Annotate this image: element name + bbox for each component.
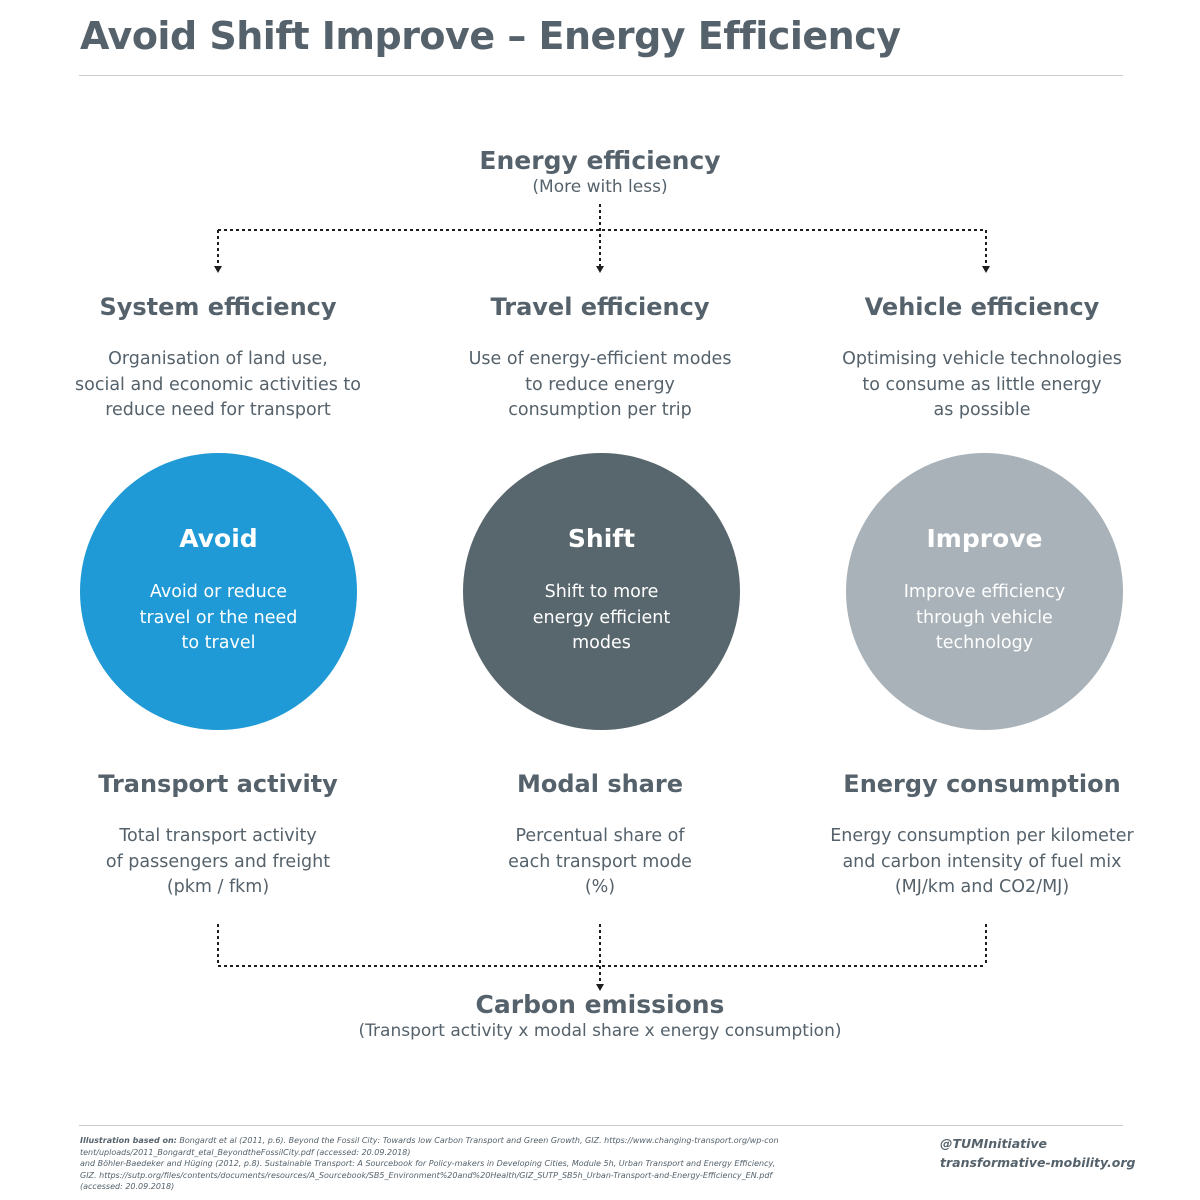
references: Illustration based on: Bongardt et al (2… bbox=[80, 1135, 780, 1193]
arrow-down-icon bbox=[982, 266, 990, 273]
page-title: Avoid Shift Improve – Energy Efficiency bbox=[80, 14, 901, 58]
description-line: (MJ/km and CO2/MJ) bbox=[894, 877, 1070, 897]
system-efficiency-description: Organisation of land use, social and eco… bbox=[26, 347, 410, 424]
energy-efficiency-block: Energy efficiency (More with less) bbox=[300, 146, 900, 198]
description-line: Organisation of land use, bbox=[108, 349, 328, 369]
arrow-down-icon bbox=[596, 266, 604, 273]
description-line: to consume as little energy bbox=[862, 374, 1102, 395]
brand-block: @TUMInitiative transformative-mobility.o… bbox=[940, 1134, 1135, 1172]
circle-description-line: Shift to more bbox=[544, 582, 659, 602]
carbon-emissions-heading: Carbon emissions bbox=[475, 990, 725, 1019]
shift-circle: Shift Shift to more energy efficient mod… bbox=[463, 453, 740, 730]
description-line: of passengers and freight bbox=[105, 851, 331, 872]
website-link: transformative-mobility.org bbox=[940, 1155, 1136, 1170]
travel-efficiency-description: Use of energy-efficient modes to reduce … bbox=[408, 347, 792, 424]
circle-description-line: energy efficient bbox=[532, 607, 671, 628]
circle-description-line: Improve efficiency bbox=[903, 582, 1066, 602]
description-line: Optimising vehicle technologies bbox=[842, 349, 1122, 369]
description-line: reduce need for transport bbox=[105, 400, 331, 420]
description-line: Energy consumption per kilometer bbox=[830, 826, 1134, 846]
description-line: Total transport activity bbox=[119, 826, 317, 846]
carbon-emissions-block: Carbon emissions (Transport activity x m… bbox=[250, 990, 950, 1042]
energy-efficiency-subheading: (More with less) bbox=[532, 177, 668, 197]
description-line: Percentual share of bbox=[515, 826, 685, 846]
shift-label: Shift bbox=[567, 524, 636, 553]
shift-description: Shift to more energy efficient modes bbox=[493, 580, 710, 657]
transport-activity-heading: Transport activity bbox=[98, 770, 338, 798]
modal-share-heading: Modal share bbox=[516, 770, 683, 798]
circle-description-line: Avoid or reduce bbox=[149, 582, 288, 602]
vehicle-efficiency-heading: Vehicle efficiency bbox=[864, 293, 1100, 321]
references-label: Illustration based on: bbox=[80, 1136, 177, 1145]
circle-description-line: technology bbox=[935, 633, 1034, 653]
improve-description: Improve efficiency through vehicle techn… bbox=[876, 580, 1093, 657]
circle-description-line: through vehicle bbox=[916, 607, 1053, 628]
system-efficiency-heading: System efficiency bbox=[99, 293, 337, 321]
description-line: (pkm / fkm) bbox=[166, 877, 270, 897]
twitter-handle: @TUMInitiative bbox=[940, 1136, 1048, 1151]
description-line: social and economic activities to bbox=[75, 374, 361, 395]
circle-description-line: modes bbox=[572, 633, 631, 653]
avoid-description: Avoid or reduce travel or the need to tr… bbox=[110, 580, 327, 657]
circle-description-line: travel or the need bbox=[139, 607, 298, 628]
improve-circle: Improve Improve efficiency through vehic… bbox=[846, 453, 1123, 730]
description-line: and carbon intensity of fuel mix bbox=[842, 851, 1122, 872]
travel-efficiency-heading: Travel efficiency bbox=[490, 293, 710, 321]
transport-activity-description: Total transport activity of passengers a… bbox=[26, 824, 410, 901]
energy-consumption-description: Energy consumption per kilometer and car… bbox=[790, 824, 1174, 901]
reference-1: Illustration based on: Bongardt et al (2… bbox=[80, 1135, 780, 1158]
description-line: consumption per trip bbox=[508, 400, 692, 420]
description-line: to reduce energy bbox=[525, 374, 675, 395]
reference-1-text: Bongardt et al (2011, p.6). Beyond the F… bbox=[80, 1136, 779, 1157]
energy-consumption-heading: Energy consumption bbox=[843, 770, 1121, 798]
improve-label: Improve bbox=[926, 524, 1043, 553]
energy-efficiency-heading: Energy efficiency bbox=[479, 146, 721, 175]
reference-2: and Böhler-Baedeker and Hüging (2012, p.… bbox=[80, 1159, 776, 1191]
description-line: (%) bbox=[584, 877, 616, 897]
description-line: each transport mode bbox=[508, 851, 692, 872]
arrow-down-icon bbox=[596, 984, 604, 991]
description-line: as possible bbox=[933, 400, 1031, 420]
avoid-circle: Avoid Avoid or reduce travel or the need… bbox=[80, 453, 357, 730]
circle-description-line: to travel bbox=[181, 633, 256, 653]
modal-share-description: Percentual share of each transport mode … bbox=[408, 824, 792, 901]
title-divider bbox=[79, 75, 1123, 76]
vehicle-efficiency-description: Optimising vehicle technologies to consu… bbox=[790, 347, 1174, 424]
avoid-label: Avoid bbox=[179, 524, 258, 553]
description-line: Use of energy-efficient modes bbox=[468, 349, 732, 369]
carbon-emissions-subheading: (Transport activity x modal share x ener… bbox=[358, 1021, 842, 1041]
arrow-down-icon bbox=[214, 266, 222, 273]
footer-divider bbox=[79, 1125, 1123, 1126]
